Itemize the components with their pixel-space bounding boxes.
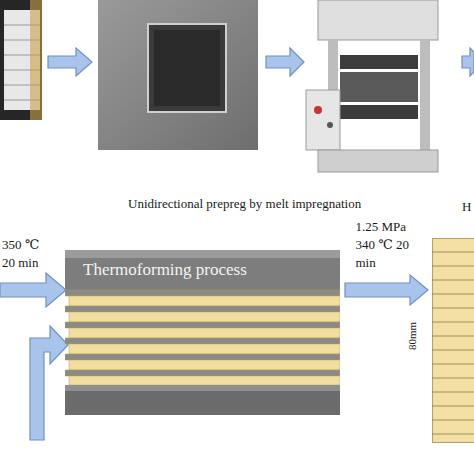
step-caption: Unidirectional prepreg by melt impregnat… xyxy=(128,196,361,212)
mold-photo xyxy=(98,0,258,150)
process-title: Thermoforming process xyxy=(83,260,247,280)
laminate-block: 80mm xyxy=(432,238,474,443)
process-condition: 1.25 MPa 340 ℃ 20 min xyxy=(356,218,418,272)
hot-press-photo xyxy=(306,0,438,172)
dimension-text: 80mm xyxy=(406,322,418,350)
flow-arrow xyxy=(345,275,428,305)
flow-arrow xyxy=(0,48,474,440)
cut-caption: H xyxy=(462,198,474,216)
mold-photo-box: Unidirectional prepreg by melt impregnat… xyxy=(98,0,258,150)
thermoforming-stack: Thermoforming process xyxy=(65,250,340,415)
process-condition: 350 ℃ 20 min xyxy=(2,236,52,272)
prepreg-photo xyxy=(0,0,42,120)
block-shape xyxy=(432,238,474,443)
